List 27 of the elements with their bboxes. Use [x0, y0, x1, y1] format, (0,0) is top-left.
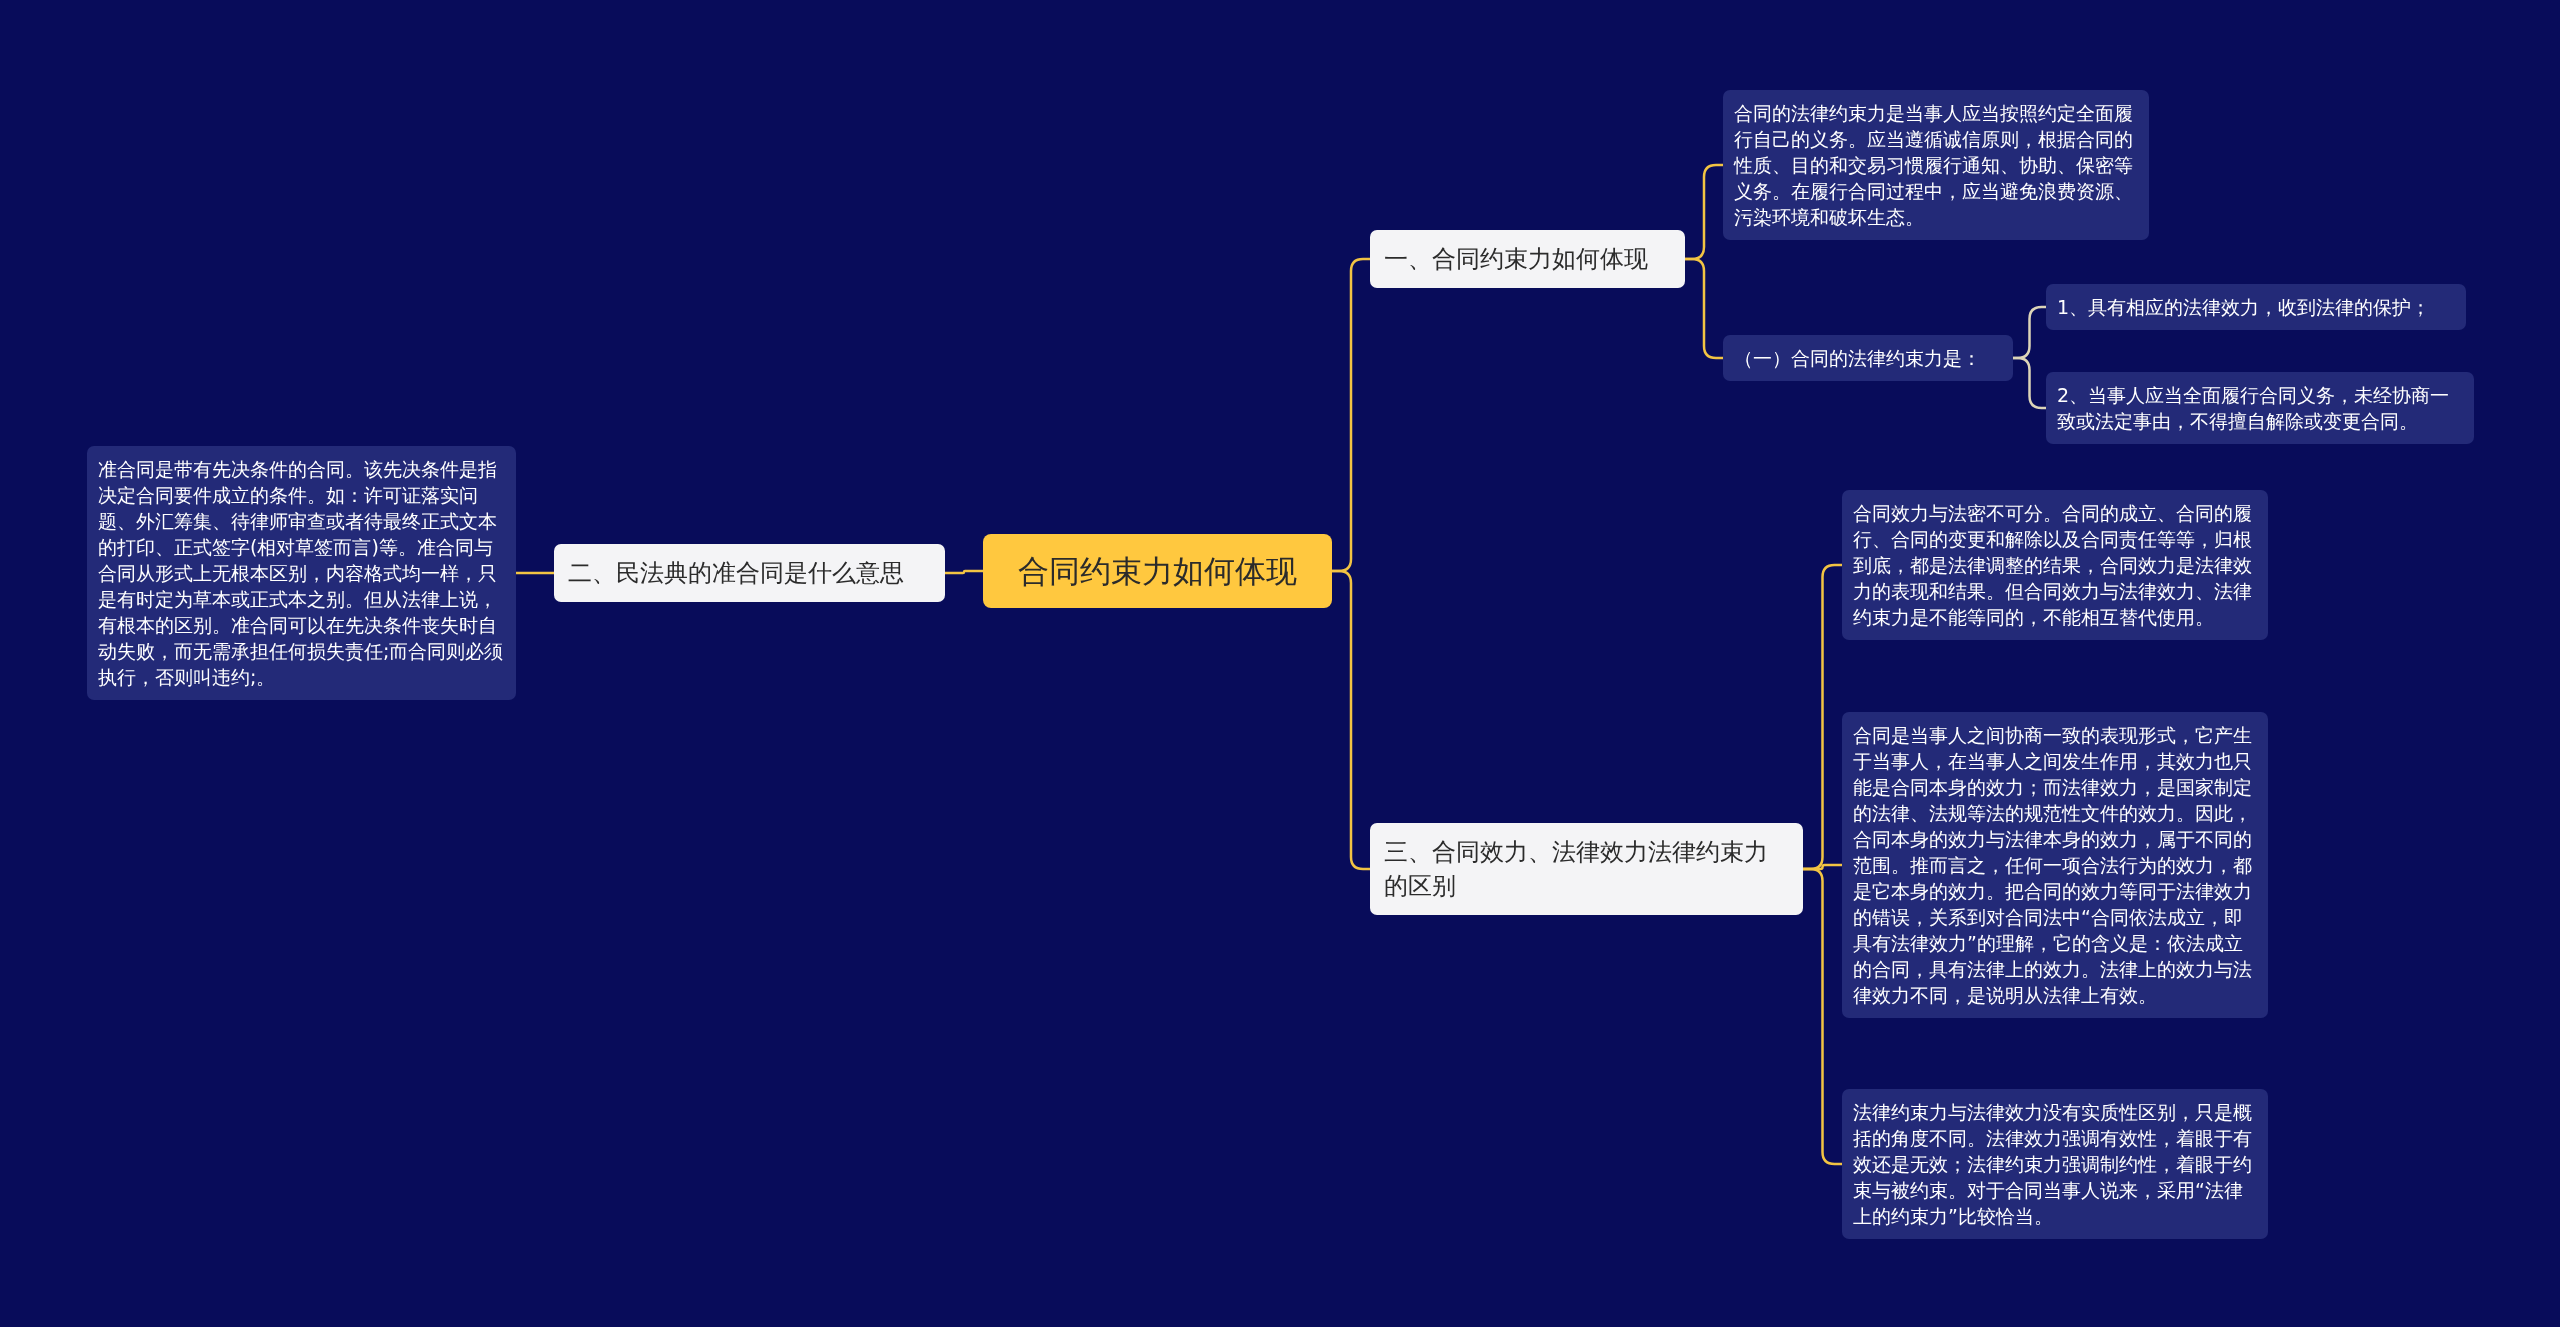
topic-text: 一、合同约束力如何体现: [1384, 244, 1649, 275]
note-text: 合同的法律约束力是当事人应当按照约定全面履行自己的义务。应当遵循诚信原则，根据合同的性质、目的和交易习惯履行通知、协助、保密等义务。在履行合同过程中，应当避免浪费资源、污染环境和破坏生态。: [1734, 101, 2134, 230]
note-box: [2046, 284, 2466, 330]
connector-line: [945, 569, 983, 575]
connector-line: [1685, 257, 1723, 360]
note-text: 2、当事人应当全面履行合同义务，未经协商一致或法定事由，不得擅自解除或变更合同。: [2057, 383, 2451, 434]
topic-box: [1370, 823, 1803, 915]
topic-box: [554, 544, 945, 602]
note-box: [2046, 372, 2474, 444]
central-topic-text: 合同约束力如何体现: [1017, 552, 1298, 591]
note-box: [1842, 490, 2268, 640]
note-text: （一）合同的法律约束力是：: [1734, 346, 1982, 371]
topic-text: 二、民法典的准合同是什么意思: [568, 558, 905, 589]
note-text: 法律约束力与法律效力没有实质性区别，只是概括的角度不同。法律效力强调有效性，着眼于有效还是无效；法律约束力强调制约性，着眼于约束与被约束。对于合同当事人说来，采用“法律上的约束力”比较恰当。: [1853, 1100, 2253, 1229]
note-text: 合同效力与法密不可分。合同的成立、合同的履行、合同的变更和解除以及合同责任等等，归根到底，都是法律调整的结果，合同效力是法律效力的表现和结果。但合同效力与法律效力、法律约束力是不能等同的，不能相互替代使用。: [1853, 501, 2253, 630]
topic-text: 三、合同效力、法律效力法律约束力的区别: [1384, 837, 1769, 902]
note-text: 1、具有相应的法律效力，收到法律的保护；: [2057, 295, 2432, 320]
connector-line: [2013, 356, 2046, 410]
note-text: 合同是当事人之间协商一致的表现形式，它产生于当事人，在当事人之间发生作用，其效力也只能是合同本身的效力；而法律效力，是国家制定的法律、法规等法的规范性文件的效力。因此，合同本身的效力与法律本身的效力，属于不同的范围。推而言之，任何一项合法行为的效力，都是它本身的效力。把合同的效力等同于法律效力的错误，关系到对合同法中“合同依法成立，即具有法律效力”的理解，它的含义是：依法成立的合同，具有法律上的效力。法律上的效力与法律效力不同，是说明从法律上有效。: [1853, 723, 2253, 1008]
note-box: [1842, 1089, 2268, 1239]
central-topic-box: [983, 534, 1332, 608]
connector-line: [1332, 569, 1370, 871]
note-text: 准合同是带有先决条件的合同。该先决条件是指决定合同要件成立的条件。如：许可证落实问题、外汇筹集、待律师审查或者待最终正式文本的打印、正式签字(相对草签而言)等。准合同与合同从形式上无根本区别，内容格式均一样，只是有时定为草本或正式本之别。但从法律上说，有根本的区别。准合同可以在先决条件丧失时自动失败，而无需承担任何损失责任;而合同则必须执行，否则叫违约;。: [98, 457, 505, 690]
topic-box: [1370, 230, 1685, 288]
note-box: [1723, 90, 2149, 240]
note-box: [1723, 335, 2013, 381]
connector-line: [516, 571, 554, 575]
